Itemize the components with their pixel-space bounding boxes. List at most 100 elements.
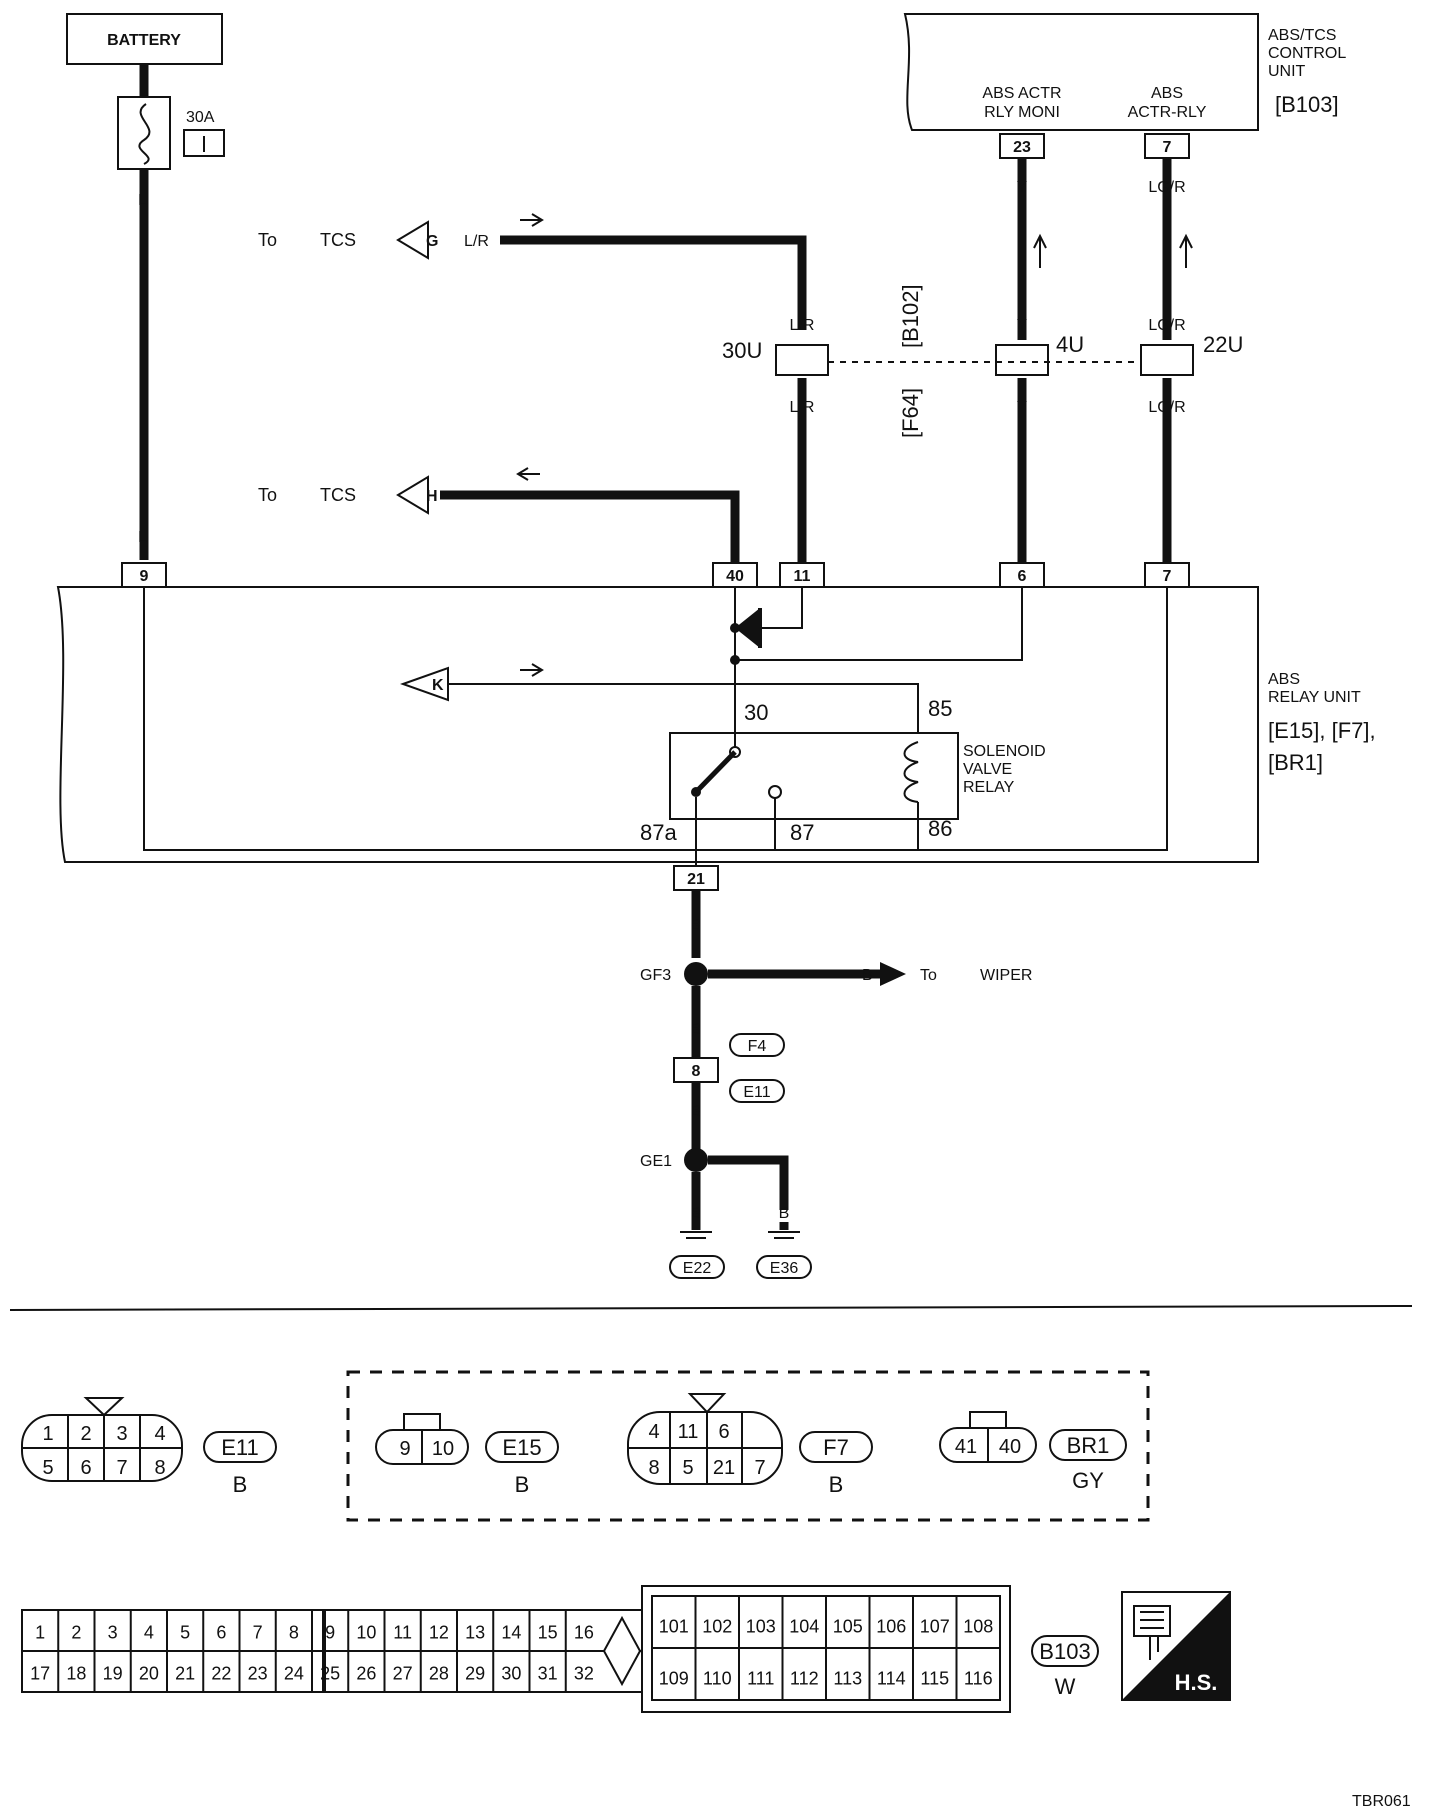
b103-left-pin: 23 — [248, 1664, 268, 1684]
svg-text:E15: E15 — [502, 1435, 541, 1460]
wire-y-color-2: Y — [1017, 317, 1028, 334]
svg-text:7: 7 — [754, 1457, 765, 1479]
to-wiper-label: WIPER — [980, 967, 1032, 984]
svg-text:8: 8 — [648, 1457, 659, 1479]
relay-term-86: 86 — [928, 816, 952, 841]
svg-text:21: 21 — [687, 871, 705, 888]
wire-lr-upper — [500, 235, 807, 330]
signal-arrow-left-icon — [516, 467, 540, 481]
to-tcs-h-to: To — [258, 485, 277, 505]
internal-wire-battery-86 — [143, 587, 1168, 851]
svg-text:40: 40 — [999, 1436, 1021, 1458]
relay-term-87: 87 — [790, 820, 814, 845]
pin-9 — [121, 562, 167, 588]
b103-right-pin: 111 — [747, 1668, 774, 1688]
relay-switch-arm — [694, 750, 737, 794]
svg-text:B103: B103 — [1039, 1639, 1090, 1664]
internal-wire-11-diode — [760, 587, 803, 629]
svg-text:10: 10 — [432, 1438, 454, 1460]
svg-text:7: 7 — [116, 1457, 127, 1479]
fuse-box — [117, 96, 171, 170]
connector-tag-e11 — [729, 1079, 785, 1103]
battery-box — [66, 13, 223, 65]
harness-side-icon: H.S. — [1121, 1591, 1231, 1701]
svg-text:H: H — [426, 488, 438, 505]
b103-left-pin: 12 — [429, 1623, 449, 1643]
solenoid-line1: SOLENOID — [963, 743, 1046, 760]
b103-right-pin: 108 — [963, 1616, 993, 1636]
svg-text:3: 3 — [116, 1423, 127, 1445]
b103-right-pin: 110 — [703, 1668, 732, 1688]
b103-right-pin: 105 — [833, 1616, 863, 1636]
connector-label-br1 — [1049, 1429, 1127, 1461]
b103-left-pin: 5 — [180, 1623, 190, 1643]
b103-right-pin: 101 — [659, 1616, 689, 1636]
svg-text:6: 6 — [718, 1421, 729, 1443]
connector-color-br1: GY — [1072, 1468, 1104, 1493]
abs-actr-rly-line1: ABS — [1151, 85, 1183, 102]
solenoid-line3: RELAY — [963, 779, 1015, 796]
splice-ge1 — [684, 1148, 708, 1172]
hs-label: H.S. — [1175, 1670, 1218, 1695]
signal-arrow-up-icon — [1033, 233, 1047, 268]
svg-text:8: 8 — [692, 1063, 701, 1080]
b103-left-pin: 18 — [66, 1664, 86, 1684]
wire-lr-color-g: L/R — [464, 233, 489, 250]
b103-left-pin: 2 — [71, 1623, 81, 1643]
splice-gf3 — [684, 962, 708, 986]
b103-right-pin: 104 — [789, 1616, 819, 1636]
pin-7-top — [1144, 133, 1190, 159]
svg-text:21: 21 — [713, 1457, 735, 1479]
b103-left-pin: 10 — [356, 1623, 376, 1643]
connector-view-b103: 1172183194205216227238249251026112712281… — [21, 1585, 1011, 1713]
svg-text:11: 11 — [794, 568, 811, 585]
connector-color-f7: B — [829, 1472, 844, 1497]
b103-right-pin: 113 — [833, 1668, 862, 1688]
svg-text:9: 9 — [399, 1438, 410, 1460]
b103-right-pin: 102 — [702, 1616, 732, 1636]
b103-left-pin: 25 — [320, 1664, 340, 1684]
svg-text:E22: E22 — [683, 1260, 712, 1277]
relay-term-87a: 87a — [640, 820, 677, 845]
svg-text:9: 9 — [140, 568, 149, 585]
b103-left-pin: 20 — [139, 1664, 159, 1684]
svg-text:B: B — [691, 1205, 702, 1222]
b103-left-pin: 4 — [144, 1623, 154, 1643]
svg-text:B: B — [691, 1021, 702, 1038]
svg-text:E11: E11 — [221, 1435, 259, 1460]
svg-text:41: 41 — [955, 1436, 977, 1458]
abs-tcs-unit-line3: UNIT — [1268, 63, 1306, 80]
solenoid-line2: VALVE — [963, 761, 1012, 778]
svg-text:F7: F7 — [823, 1435, 849, 1460]
pin-23 — [999, 133, 1045, 159]
connector-view-e15: 9 10 — [375, 1413, 469, 1465]
svg-text:K: K — [432, 677, 444, 694]
relay-contact-87 — [768, 785, 782, 799]
svg-text:40: 40 — [726, 568, 744, 585]
connector-view-f7: 4 11 6 8 5 21 7 — [627, 1393, 783, 1485]
svg-text:30U: 30U — [722, 338, 762, 363]
b103-left-pin: 11 — [393, 1623, 412, 1643]
svg-text:BR1: BR1 — [1067, 1433, 1110, 1458]
svg-text:11: 11 — [678, 1421, 699, 1443]
b103-left-pin: 16 — [574, 1623, 594, 1643]
pin-6 — [999, 562, 1045, 588]
b103-left-pin: 27 — [393, 1664, 413, 1684]
svg-text:B: B — [691, 917, 702, 934]
abs-relay-unit-line1: ABS — [1268, 671, 1300, 688]
b103-left-pin: 17 — [30, 1664, 50, 1684]
solenoid-valve-relay-box — [669, 732, 959, 820]
svg-text:B: B — [779, 1205, 790, 1222]
arrow-to-wiper-icon — [880, 962, 906, 986]
b103-left-pin: 21 — [175, 1664, 195, 1684]
b103-left-pin: 8 — [289, 1623, 299, 1643]
abs-relay-conns-line2: [BR1] — [1268, 750, 1323, 775]
connector-color-e11: B — [233, 1472, 248, 1497]
wire-y-color-1: Y — [1017, 179, 1028, 196]
connector-color-b103: W — [1055, 1674, 1076, 1699]
abs-actr-rly-moni-line1: ABS ACTR — [982, 85, 1061, 102]
pin-11 — [779, 562, 825, 588]
abs-tcs-unit-connector: [B103] — [1275, 92, 1339, 117]
svg-text:2: 2 — [80, 1423, 91, 1445]
svg-text:5: 5 — [682, 1457, 693, 1479]
